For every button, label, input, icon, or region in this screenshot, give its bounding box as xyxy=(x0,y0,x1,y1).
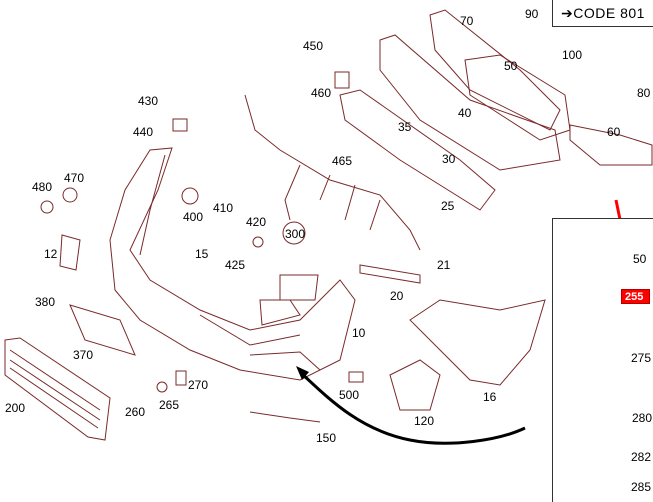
part-label-420: 420 xyxy=(246,215,267,229)
part-label-10: 10 xyxy=(352,326,366,340)
part-label-100: 100 xyxy=(562,48,583,62)
part-label-150: 150 xyxy=(316,431,337,445)
part-label-400: 400 xyxy=(183,210,204,224)
code-box: ➔CODE 801 xyxy=(552,0,653,27)
part-label-425: 425 xyxy=(225,258,246,272)
part-label-380: 380 xyxy=(35,295,56,309)
part-label-50: 50 xyxy=(504,59,518,73)
part-label-200: 200 xyxy=(5,401,26,415)
part-label-480: 480 xyxy=(32,180,53,194)
part-label-460: 460 xyxy=(311,86,332,100)
part-label-25: 25 xyxy=(441,199,455,213)
highlight-255[interactable]: 255 xyxy=(621,289,650,304)
part-label-500: 500 xyxy=(339,388,360,402)
part-label-285: 285 xyxy=(631,480,652,494)
part-label-260: 260 xyxy=(125,405,146,419)
part-label-30: 30 xyxy=(442,152,456,166)
license-plate-370 xyxy=(69,304,136,356)
part-label-270: 270 xyxy=(188,378,209,392)
part-label-35: 35 xyxy=(398,120,412,134)
part-label-450: 450 xyxy=(303,39,324,53)
part-label-410: 410 xyxy=(213,201,234,215)
part-label-255: 255 xyxy=(625,291,644,303)
part-label-430: 430 xyxy=(138,94,159,108)
part-label-16: 16 xyxy=(483,390,497,404)
code-label: ➔CODE 801 xyxy=(561,5,645,21)
part-label-80: 80 xyxy=(637,86,651,100)
part-label-50b: 50 xyxy=(633,252,647,266)
detail-panel xyxy=(552,218,653,502)
part-label-280: 280 xyxy=(632,411,653,425)
part-label-440: 440 xyxy=(133,125,154,139)
part-label-21: 21 xyxy=(437,258,451,272)
part-label-465: 465 xyxy=(332,154,353,168)
part-label-70: 70 xyxy=(460,14,474,28)
part-label-470: 470 xyxy=(64,171,85,185)
part-label-90: 90 xyxy=(525,7,539,21)
arrow-icon: ➔ xyxy=(561,5,574,21)
part-label-265: 265 xyxy=(159,398,180,412)
bumper-cover xyxy=(109,147,356,381)
part-label-120: 120 xyxy=(414,414,435,428)
part-label-12: 12 xyxy=(44,247,58,261)
part-label-15: 15 xyxy=(195,247,209,261)
part-label-40: 40 xyxy=(458,106,472,120)
part-label-282: 282 xyxy=(631,450,652,464)
part-label-20: 20 xyxy=(390,289,404,303)
part-label-370: 370 xyxy=(73,348,94,362)
part-label-60: 60 xyxy=(607,125,621,139)
grille-200 xyxy=(4,337,111,441)
part-label-300: 300 xyxy=(285,227,306,241)
part-label-275: 275 xyxy=(631,351,652,365)
